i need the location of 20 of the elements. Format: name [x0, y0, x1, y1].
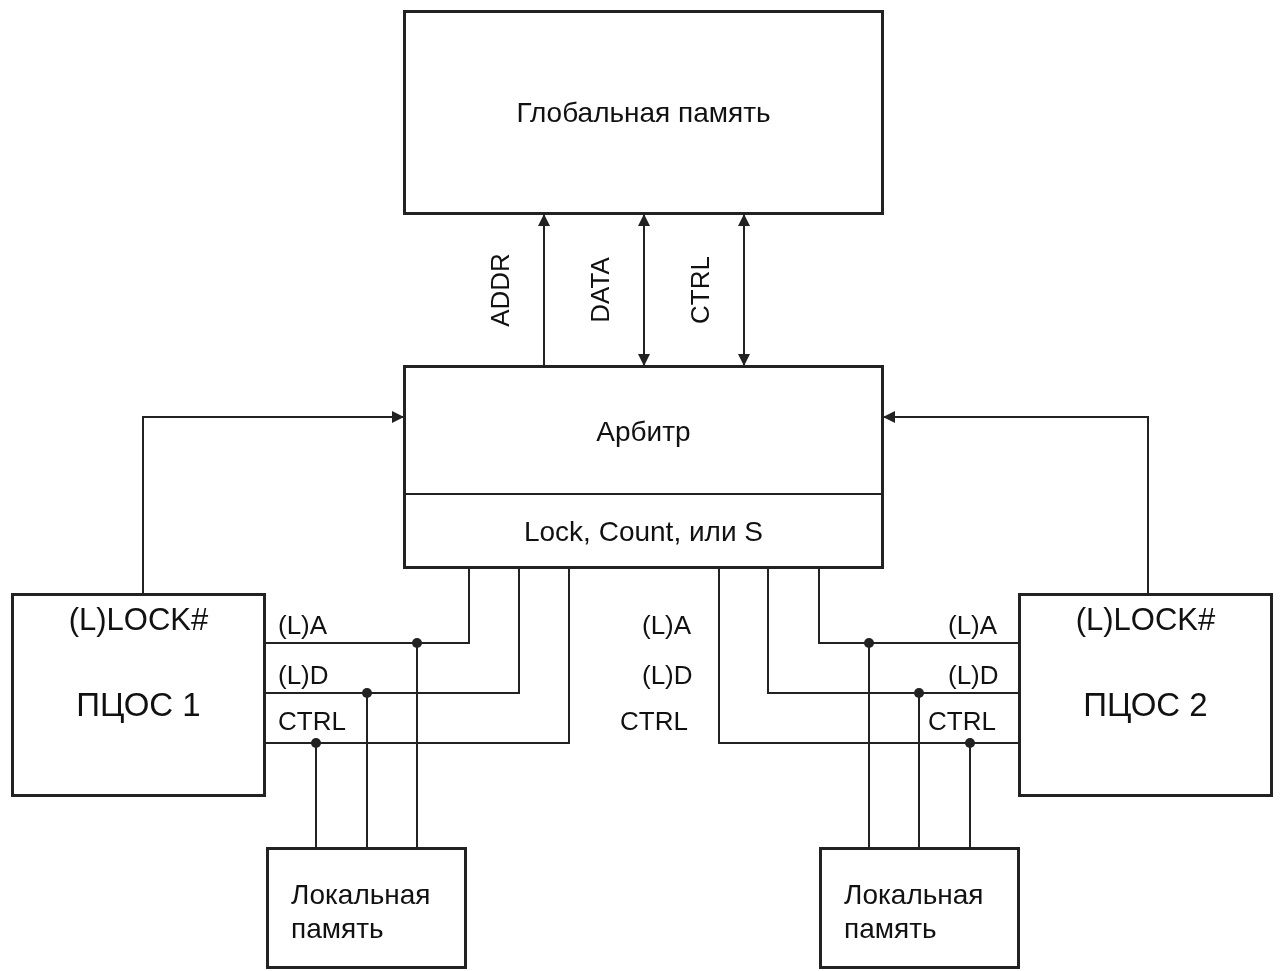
block-title: Глобальная память [515, 96, 772, 129]
arbiter-block [403, 365, 884, 569]
memory-block [266, 847, 467, 969]
memory-block [403, 10, 884, 215]
signal-label: (L)LOCK# [1074, 602, 1217, 638]
processor-block [1018, 593, 1273, 797]
signal-label: (L)LOCK# [67, 602, 210, 638]
memory-block [819, 847, 1020, 969]
arrow [142, 411, 404, 594]
arrow [883, 411, 1149, 594]
arrow [638, 214, 650, 366]
register-band: Lock, Count, или S [406, 493, 881, 568]
arrow [538, 214, 550, 366]
processor-block [11, 593, 266, 797]
arrow [738, 214, 750, 366]
block-title: ПЦОС 1 [75, 686, 202, 724]
block-title: Арбитр [595, 416, 692, 448]
block-title: Локальная память [844, 878, 985, 946]
block-title: ПЦОС 2 [1082, 686, 1209, 724]
block-title: Локальная память [291, 878, 432, 946]
